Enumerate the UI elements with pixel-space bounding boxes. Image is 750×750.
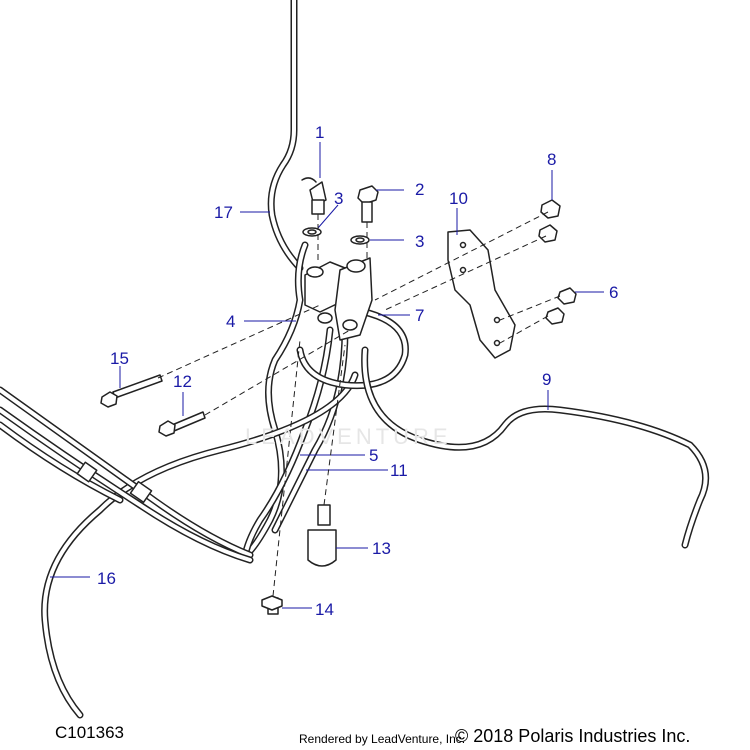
banjo-bolt-2	[357, 185, 379, 223]
callout-14[interactable]: 14	[315, 600, 334, 619]
watermark: LEADVENTURE	[245, 424, 452, 449]
assembly-lines	[157, 211, 561, 597]
brake-line-11	[271, 326, 349, 534]
callout-2[interactable]: 2	[415, 180, 425, 199]
frame-tubes	[0, 386, 254, 564]
bolts-6	[545, 287, 577, 325]
callout-11[interactable]: 11	[390, 461, 408, 480]
line-clips	[76, 461, 153, 504]
callout-13[interactable]: 13	[372, 539, 391, 558]
copyright: © 2018 Polaris Industries Inc.	[455, 726, 691, 746]
sensor-13	[307, 504, 337, 567]
callout-17[interactable]: 17	[214, 203, 233, 222]
callout-15[interactable]: 15	[110, 349, 129, 368]
callout-9[interactable]: 9	[542, 370, 552, 389]
washers-3	[302, 227, 370, 245]
bolt-15	[100, 374, 163, 408]
brake-line-17	[267, 0, 304, 272]
callout-3a[interactable]: 3	[334, 189, 344, 208]
callout-6[interactable]: 6	[609, 283, 619, 302]
callout-12[interactable]: 12	[173, 372, 192, 391]
render-credit: Rendered by LeadVenture, Inc.	[299, 732, 466, 746]
leader-lines	[50, 142, 604, 609]
bolt-14	[261, 595, 283, 615]
callout-8[interactable]: 8	[547, 150, 557, 169]
bracket-10	[447, 229, 516, 359]
nuts-8	[538, 199, 561, 243]
brake-line-16	[41, 371, 359, 719]
brake-line-4	[241, 241, 309, 560]
pressure-switch-1	[301, 177, 327, 215]
callout-5[interactable]: 5	[369, 446, 379, 465]
callout-3b[interactable]: 3	[415, 232, 425, 251]
diagram-id: C101363	[55, 723, 125, 742]
bolt-12	[158, 411, 206, 437]
proportioning-valve	[304, 257, 373, 341]
brake-line-7	[296, 306, 409, 390]
callout-7[interactable]: 7	[415, 306, 425, 325]
callout-4[interactable]: 4	[226, 312, 236, 331]
callout-1[interactable]: 1	[315, 123, 325, 142]
brake-line-9	[361, 346, 710, 549]
callout-16[interactable]: 16	[97, 569, 116, 588]
callout-10[interactable]: 10	[449, 189, 468, 208]
